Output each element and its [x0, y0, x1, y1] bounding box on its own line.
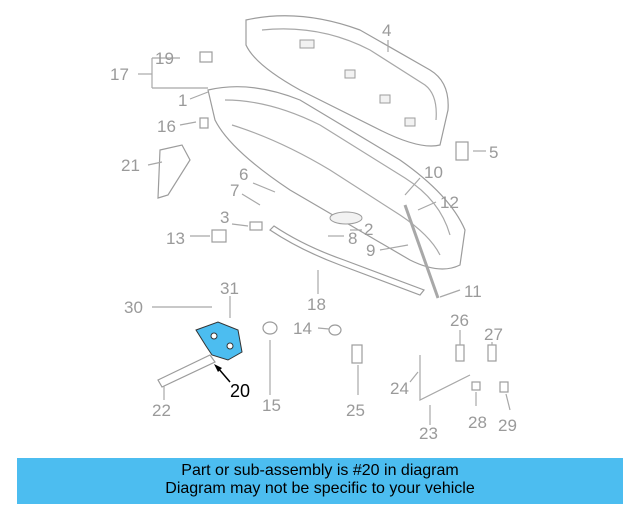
callout-25: 25	[346, 401, 365, 420]
callout-17: 17	[110, 65, 129, 84]
callout-22: 22	[152, 401, 171, 420]
info-banner: Part or sub-assembly is #20 in diagram D…	[17, 458, 623, 504]
callout-24: 24	[390, 379, 409, 398]
release-cable	[419, 355, 471, 401]
hood-gas-strut	[403, 204, 440, 299]
callout-6: 6	[239, 165, 248, 184]
clip-25	[351, 344, 363, 364]
callout-13: 13	[166, 229, 185, 248]
callout-23: 23	[419, 424, 438, 443]
latch-base-plate	[157, 354, 216, 388]
callout-15: 15	[262, 396, 281, 415]
callout-10: 10	[424, 163, 443, 182]
clip-27	[487, 344, 497, 362]
callout-7: 7	[230, 181, 239, 200]
hood-weatherstrip	[269, 225, 425, 296]
hood-inner-panel	[207, 86, 466, 270]
washer-14	[328, 324, 342, 336]
banner-line-disclaimer: Diagram may not be specific to your vehi…	[165, 480, 475, 497]
hood-outer-panel	[245, 15, 449, 147]
grommet-15	[262, 321, 278, 335]
bumper-stop-13	[211, 229, 227, 243]
callout-26: 26	[450, 311, 469, 330]
bolt-16	[199, 117, 209, 129]
callout-1: 1	[178, 91, 187, 110]
callout-30: 30	[124, 298, 143, 317]
bolt-28	[471, 381, 481, 391]
callout-31: 31	[220, 279, 239, 298]
pin-26	[455, 344, 465, 362]
callout-3: 3	[220, 208, 229, 227]
callout-19: 19	[155, 49, 174, 68]
callout-27: 27	[484, 325, 503, 344]
callout-2: 2	[364, 220, 373, 239]
hood-latch-highlighted	[195, 321, 243, 361]
clip-19	[199, 51, 213, 63]
callout-14: 14	[293, 319, 312, 338]
callout-5: 5	[489, 143, 498, 162]
callout-28: 28	[468, 413, 487, 432]
callout-21: 21	[121, 156, 140, 175]
clip-29	[499, 381, 509, 393]
clip-3	[249, 221, 263, 231]
banner-line-part: Part or sub-assembly is #20 in diagram	[181, 462, 459, 479]
callout-12: 12	[440, 193, 459, 212]
callout-16: 16	[157, 117, 176, 136]
callout-20: 20	[230, 381, 250, 401]
bracket-5	[455, 141, 469, 161]
hinge-bracket-21	[157, 144, 191, 199]
callout-8: 8	[348, 229, 357, 248]
parts-diagram: 4 19 17 1 16 5 21 6 10 7 12 3 2 13 8 9 1…	[110, 15, 517, 443]
callout-4: 4	[382, 21, 391, 40]
callout-18: 18	[307, 295, 326, 314]
callout-9: 9	[366, 241, 375, 260]
callout-29: 29	[498, 416, 517, 435]
leader-lines	[138, 40, 511, 425]
callout-11: 11	[464, 282, 482, 301]
